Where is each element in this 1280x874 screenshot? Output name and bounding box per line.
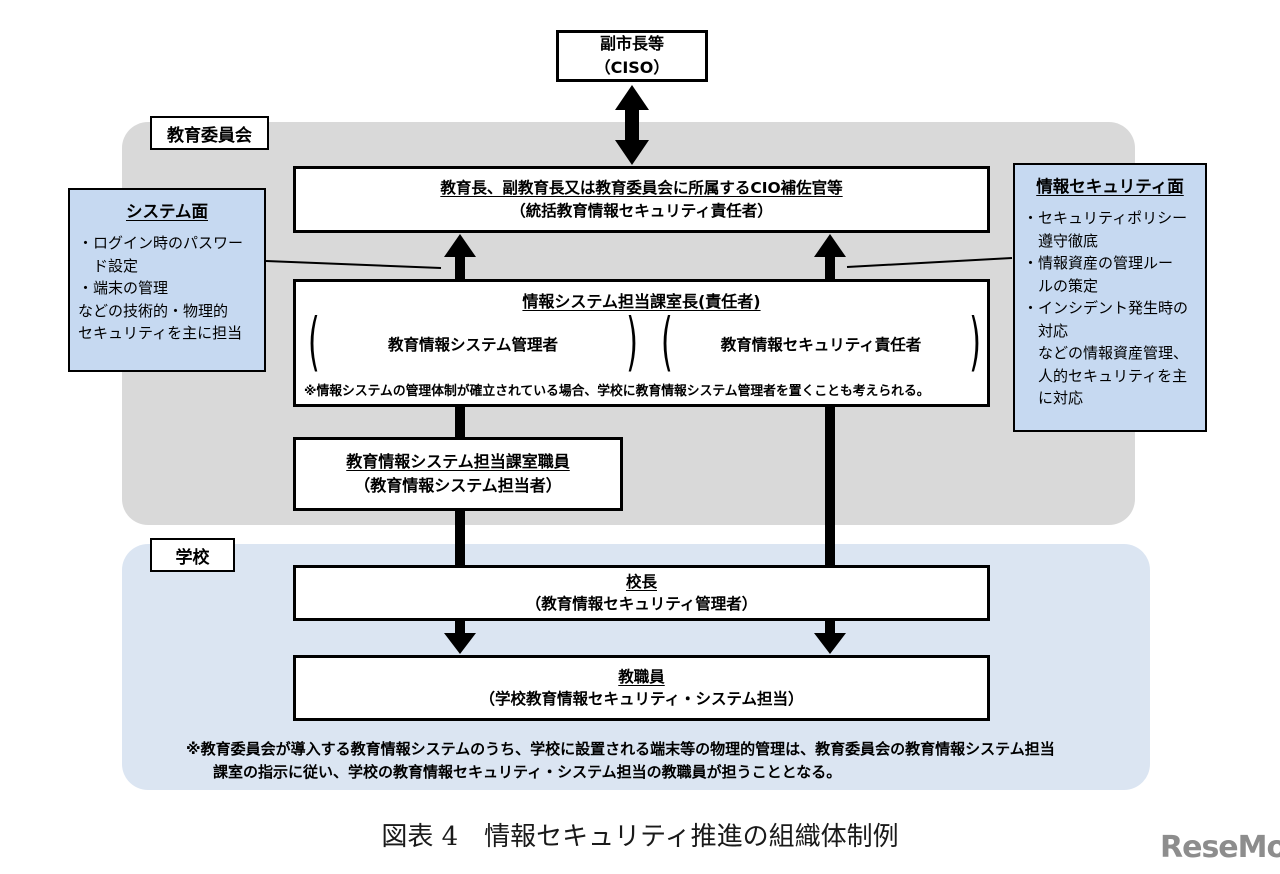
system-aspect-line: ・ログイン時のパスワー: [78, 234, 244, 252]
principal-line2: （教育情報セキュリティ管理者）: [525, 595, 758, 613]
ciso-box-line2: （CISO）: [594, 58, 670, 77]
superintendent-box-line2: （統括教育情報セキュリティ責任者）: [510, 201, 773, 220]
principal-line1: 校長: [625, 572, 657, 591]
school-footnote-line2: 課室の指示に従い、学校の教育情報セキュリティ・システム担当の教職員が担うこととな…: [213, 762, 842, 781]
school-footnote-line1: ※教育委員会が導入する教育情報システムのうち、学校に設置される端末等の物理的管理…: [186, 740, 1055, 758]
security-aspect-line: ・情報資産の管理ルー: [1023, 254, 1174, 272]
security-officer-group: ( 教育情報セキュリティ責任者 ): [661, 306, 981, 380]
security-aspect-line: 遵守徹底: [1023, 231, 1099, 250]
arrow-up-left-icon: [444, 234, 476, 281]
dept-staff-line1: 教育情報システム担当課室職員: [346, 452, 570, 471]
dept-staff-line2: （教育情報システム担当者）: [354, 476, 562, 495]
system-manager-group: ( 教育情報システム管理者 ): [308, 306, 638, 380]
bracket-close-icon: ): [626, 306, 638, 380]
system-aspect-box: システム面 ・ログイン時のパスワー ド設定 ・端末の管理 などの技術的・物理的 …: [68, 188, 266, 372]
system-aspect-line: などの技術的・物理的: [78, 301, 229, 320]
board-area-label: 教育委員会: [150, 116, 269, 150]
superintendent-box: 教育長、副教育長又は教育委員会に所属するCIO補佐官等 （統括教育情報セキュリテ…: [293, 166, 990, 233]
bracket-open-icon: (: [661, 306, 673, 380]
arrow-up-right-icon: [814, 234, 846, 281]
security-aspect-line: に対応: [1023, 389, 1084, 407]
security-aspect-line: 対応: [1023, 321, 1069, 340]
dept-head-title: 情報システム担当課室長(責任者): [522, 292, 761, 311]
security-aspect-line: などの情報資産管理、: [1023, 344, 1189, 362]
system-manager-role: 教育情報システム管理者: [387, 336, 559, 354]
system-aspect-line: セキュリティを主に担当: [78, 324, 243, 342]
figure-caption: 図表 4 情報セキュリティ推進の組織体制例: [381, 822, 899, 852]
dept-staff-box: 教育情報システム担当課室職員 （教育情報システム担当者）: [293, 437, 623, 511]
connector-line-right: [825, 403, 835, 567]
teachers-line1: 教職員: [618, 667, 665, 686]
school-footnote: ※教育委員会が導入する教育情報システムのうち、学校に設置される端末等の物理的管理…: [186, 738, 1138, 783]
bracket-open-icon: (: [308, 306, 320, 380]
resemom-logo-text: ReseMom.: [1160, 830, 1280, 865]
security-aspect-box: 情報セキュリティ面 ・セキュリティポリシー 遵守徹底 ・情報資産の管理ルー ルの…: [1013, 163, 1207, 432]
double-arrow-icon: [615, 85, 649, 165]
teachers-box: 教職員 （学校教育情報セキュリティ・システム担当）: [293, 655, 990, 721]
superintendent-box-line1: 教育長、副教育長又は教育委員会に所属するCIO補佐官等: [440, 179, 843, 198]
arrow-down-left-icon: [444, 621, 476, 654]
system-aspect-title: システム面: [125, 202, 208, 221]
principal-box: 校長 （教育情報セキュリティ管理者）: [293, 565, 990, 621]
callout-line-security: [846, 257, 1013, 268]
security-aspect-line: 人的セキュリティを主: [1023, 366, 1188, 385]
bracket-close-icon: ): [969, 306, 981, 380]
system-aspect-line: ・端末の管理: [78, 279, 169, 297]
school-area-label: 学校: [150, 538, 235, 572]
ciso-box-line1: 副市長等: [599, 34, 664, 53]
ciso-box: 副市長等 （CISO）: [556, 30, 708, 82]
dept-head-box: 情報システム担当課室長(責任者) ( 教育情報システム管理者 ) ( 教育情報セ…: [293, 279, 990, 407]
teachers-line2: （学校教育情報セキュリティ・システム担当）: [479, 690, 804, 708]
security-officer-role: 教育情報セキュリティ責任者: [720, 336, 922, 354]
arrow-down-right-icon: [814, 621, 846, 654]
security-aspect-line: ルの策定: [1023, 276, 1099, 295]
system-aspect-line: ド設定: [78, 256, 139, 275]
security-aspect-line: ・セキュリティポリシー: [1023, 209, 1188, 227]
security-aspect-line: ・インシデント発生時の: [1023, 299, 1189, 317]
security-aspect-title: 情報セキュリティ面: [1036, 177, 1184, 196]
resemom-logo: リセマム ReseMom.: [1160, 830, 1280, 865]
dept-head-note: ※情報システムの管理体制が確立されている場合、学校に教育情報システム管理者を置く…: [304, 384, 930, 399]
callout-line-system: [265, 260, 442, 269]
